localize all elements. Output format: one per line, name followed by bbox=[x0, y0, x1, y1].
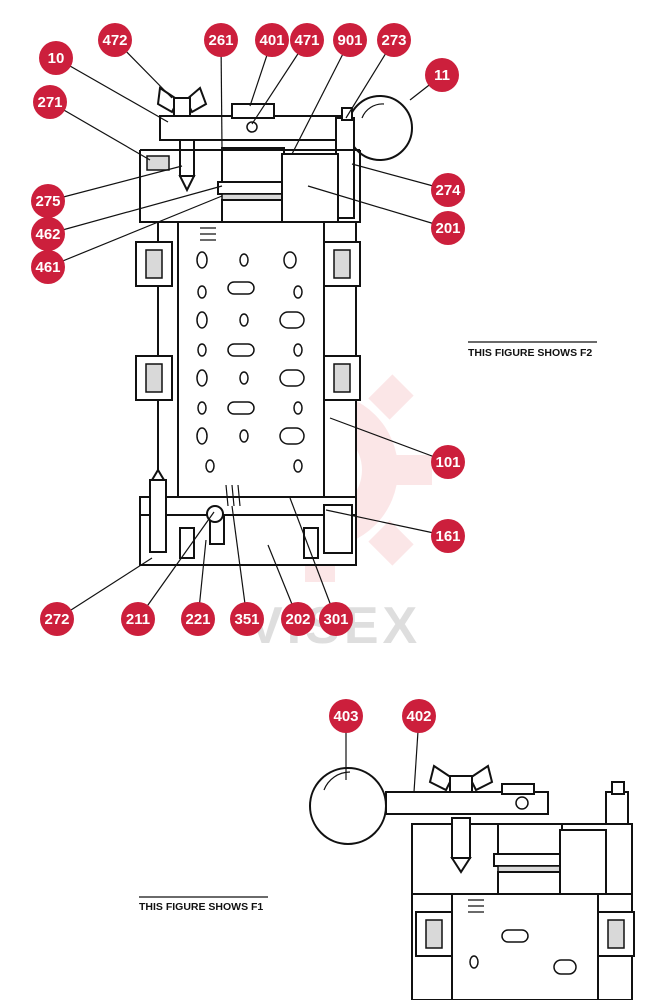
callout-circle bbox=[431, 211, 465, 245]
callouts-f2: 472 261 401 471 901 273 10 11 271 275 274 462 201 461… bbox=[31, 23, 465, 636]
callout-label: 161 bbox=[435, 528, 460, 545]
callout-221: 221 bbox=[181, 602, 215, 636]
callout-label: 221 bbox=[185, 611, 210, 628]
callout-circle bbox=[31, 250, 65, 284]
callout-10: 10 bbox=[39, 41, 73, 75]
callout-circle bbox=[31, 184, 65, 218]
callout-label: 272 bbox=[44, 611, 69, 628]
callout-label: 472 bbox=[102, 32, 127, 49]
callout-274: 274 bbox=[431, 173, 465, 207]
callout-101: 101 bbox=[431, 445, 465, 479]
callout-circle bbox=[333, 23, 367, 57]
callout-label: 11 bbox=[434, 67, 450, 84]
f1-caption: THIS FIGURE SHOWS F1 bbox=[139, 901, 263, 913]
callouts-f1: 403 402 bbox=[329, 699, 436, 733]
callout-211: 211 bbox=[121, 602, 155, 636]
callout-261: 261 bbox=[204, 23, 238, 57]
callout-circle bbox=[121, 602, 155, 636]
callout-label: 901 bbox=[337, 32, 362, 49]
callout-401: 401 bbox=[255, 23, 289, 57]
callout-272: 272 bbox=[40, 602, 74, 636]
callout-circle bbox=[402, 699, 436, 733]
plate-holes bbox=[196, 251, 305, 473]
callout-label: 271 bbox=[37, 94, 62, 111]
callout-circle bbox=[255, 23, 289, 57]
callout-label: 461 bbox=[35, 259, 60, 276]
callout-label: 273 bbox=[381, 32, 406, 49]
callout-462: 462 bbox=[31, 217, 65, 251]
callout-circle bbox=[329, 699, 363, 733]
callout-201: 201 bbox=[431, 211, 465, 245]
callout-351: 351 bbox=[230, 602, 264, 636]
callout-label: 471 bbox=[294, 32, 319, 49]
callout-271: 271 bbox=[33, 85, 67, 119]
callout-circle bbox=[40, 602, 74, 636]
callout-472: 472 bbox=[98, 23, 132, 57]
callout-label: 261 bbox=[208, 32, 233, 49]
callout-label: 275 bbox=[35, 193, 60, 210]
callout-circle bbox=[204, 23, 238, 57]
callout-273: 273 bbox=[377, 23, 411, 57]
callout-circle bbox=[98, 23, 132, 57]
callout-402: 402 bbox=[402, 699, 436, 733]
callout-circle bbox=[290, 23, 324, 57]
callout-403: 403 bbox=[329, 699, 363, 733]
callout-301: 301 bbox=[319, 602, 353, 636]
callout-circle bbox=[230, 602, 264, 636]
callout-circle bbox=[319, 602, 353, 636]
callout-label: 351 bbox=[234, 611, 259, 628]
callout-circle bbox=[39, 41, 73, 75]
callout-label: 402 bbox=[406, 708, 431, 725]
callout-circle bbox=[431, 519, 465, 553]
callout-circle bbox=[33, 85, 67, 119]
callout-202: 202 bbox=[281, 602, 315, 636]
callout-11: 11 bbox=[425, 58, 459, 92]
callout-471: 471 bbox=[290, 23, 324, 57]
callout-161: 161 bbox=[431, 519, 465, 553]
callout-circle bbox=[181, 602, 215, 636]
callout-461: 461 bbox=[31, 250, 65, 284]
callout-label: 201 bbox=[435, 220, 460, 237]
callout-circle bbox=[281, 602, 315, 636]
callout-label: 274 bbox=[435, 182, 461, 199]
callout-label: 211 bbox=[126, 611, 150, 628]
f2-caption: THIS FIGURE SHOWS F2 bbox=[468, 347, 592, 359]
callout-circle bbox=[31, 217, 65, 251]
callout-label: 10 bbox=[48, 50, 65, 67]
callout-label: 462 bbox=[35, 226, 60, 243]
callout-circle bbox=[431, 445, 465, 479]
callout-275: 275 bbox=[31, 184, 65, 218]
callout-label: 401 bbox=[259, 32, 284, 49]
callout-label: 301 bbox=[323, 611, 348, 628]
callout-circle bbox=[377, 23, 411, 57]
callout-label: 101 bbox=[435, 454, 460, 471]
callout-label: 202 bbox=[285, 611, 310, 628]
callout-901: 901 bbox=[333, 23, 367, 57]
figure-f2-drawing bbox=[135, 86, 413, 566]
callout-circle bbox=[425, 58, 459, 92]
callout-label: 403 bbox=[333, 708, 358, 725]
figure-f1-drawing bbox=[309, 764, 635, 1000]
callout-circle bbox=[431, 173, 465, 207]
